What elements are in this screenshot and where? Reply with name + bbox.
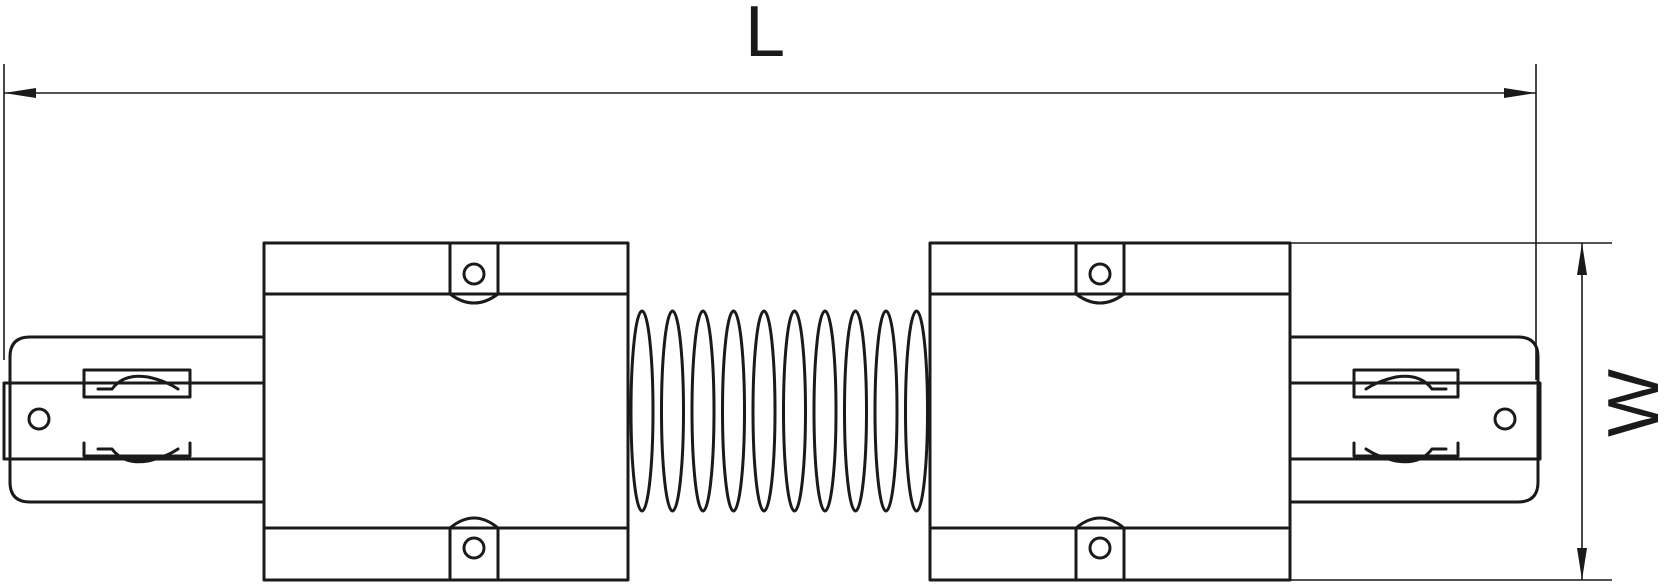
- spring-coil-loop: [782, 309, 807, 513]
- left-end-screw-hole: [27, 407, 51, 431]
- spring-coil-loop: [629, 309, 655, 513]
- flexible-spring-coil: [629, 309, 929, 513]
- right-housing-top-tab: [1074, 241, 1126, 305]
- left-housing-block: [262, 241, 630, 582]
- left-housing-top-screw: [462, 262, 486, 286]
- right-end-contact-bottom: [1352, 441, 1460, 458]
- spring-coil-loop: [904, 309, 929, 513]
- right-end-housing: [1288, 335, 1540, 504]
- right-housing-top-screw: [1088, 262, 1112, 286]
- length-arrow-right: [1504, 88, 1536, 98]
- left-end-plate: [2, 381, 266, 461]
- right-housing-bottom-screw: [1088, 536, 1112, 560]
- right-housing-block: [928, 241, 1292, 582]
- left-housing-top-tab: [448, 241, 500, 305]
- length-dimension: L: [3, 0, 1537, 380]
- right-end-screw-hole: [1493, 407, 1517, 431]
- left-end-contact-bottom: [82, 441, 192, 458]
- length-label: L: [745, 0, 785, 72]
- width-arrow-bottom: [1577, 548, 1587, 580]
- spring-coil-loop: [843, 309, 868, 513]
- left-housing-bottom-screw: [462, 536, 486, 560]
- left-end-housing: [8, 335, 266, 504]
- left-end-spring-bottom: [96, 447, 180, 464]
- left-end-contact-top: [82, 368, 192, 399]
- left-housing-outline: [262, 241, 630, 582]
- spring-coil-loop: [660, 309, 685, 513]
- spring-coil-loop: [721, 309, 746, 513]
- right-end-plate: [1288, 381, 1542, 461]
- spring-coil-loop: [690, 309, 716, 513]
- width-dimension: W: [1290, 242, 1664, 581]
- width-arrow-top: [1577, 243, 1587, 275]
- spring-coil-loop: [751, 309, 777, 513]
- right-end-connector: [1288, 335, 1542, 504]
- right-end-spring-top: [1364, 374, 1448, 391]
- left-end-connector: [2, 335, 266, 504]
- right-end-spring-bottom: [1364, 447, 1448, 464]
- right-end-contact-top: [1352, 368, 1460, 399]
- spring-coil-loop: [873, 309, 899, 513]
- left-housing-bottom-tab: [448, 516, 500, 582]
- spring-coil-loop: [812, 309, 838, 513]
- right-housing-bottom-tab: [1074, 516, 1126, 582]
- width-label: W: [1594, 369, 1664, 437]
- left-end-spring-top: [96, 374, 180, 391]
- length-arrow-left: [4, 88, 36, 98]
